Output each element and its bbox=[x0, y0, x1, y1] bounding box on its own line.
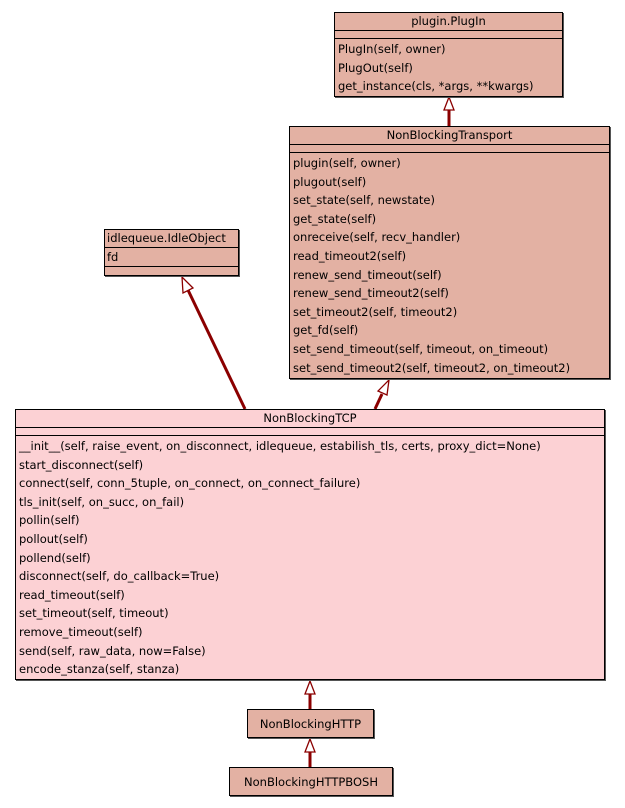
class-nonblocking-httpbosh[interactable]: NonBlockingHTTPBOSH bbox=[229, 767, 393, 796]
method: pollend(self) bbox=[19, 550, 91, 565]
methods-section bbox=[105, 267, 238, 274]
method: set_send_timeout2(self, timeout2, on_tim… bbox=[293, 360, 571, 375]
class-name: NonBlockingTransport bbox=[386, 128, 513, 142]
method: set_timeout2(self, timeout2) bbox=[293, 304, 458, 319]
method: disconnect(self, do_callback=True) bbox=[19, 569, 220, 584]
method: onreceive(self, recv_handler) bbox=[293, 230, 461, 245]
method: set_state(self, newstate) bbox=[293, 193, 435, 208]
method: get_fd(self) bbox=[293, 323, 359, 338]
method: __init__(self, raise_event, on_disconnec… bbox=[19, 439, 541, 453]
method: read_timeout2(self) bbox=[293, 248, 407, 263]
method: set_timeout(self, timeout) bbox=[19, 606, 169, 621]
class-nonblocking-http[interactable]: NonBlockingHTTP bbox=[247, 709, 374, 738]
attributes-section bbox=[335, 31, 562, 38]
arrowhead-tcp bbox=[304, 679, 316, 695]
methods-section: plugin(self, owner) plugout(self) set_st… bbox=[290, 153, 609, 378]
method: encode_stanza(self, stanza) bbox=[19, 662, 180, 677]
method: PlugOut(self) bbox=[338, 60, 413, 75]
method: pollin(self) bbox=[19, 513, 80, 528]
attributes-section bbox=[16, 428, 604, 435]
method: plugin(self, owner) bbox=[293, 156, 401, 170]
class-name: idlequeue.IdleObject bbox=[107, 231, 226, 245]
class-name: NonBlockingHTTPBOSH bbox=[244, 774, 378, 789]
attributes-section: fd bbox=[105, 248, 238, 266]
arrowhead-plugin bbox=[443, 95, 455, 111]
methods-section: PlugIn(self, owner) PlugOut(self) get_in… bbox=[335, 39, 562, 97]
method: get_state(self) bbox=[293, 211, 377, 226]
method: send(self, raw_data, now=False) bbox=[19, 643, 206, 658]
class-idlequeue-idleobject[interactable]: idlequeue.IdleObject fd bbox=[104, 229, 239, 276]
method: get_instance(cls, *args, **kwargs) bbox=[338, 79, 534, 94]
class-name: NonBlockingHTTP bbox=[259, 716, 362, 731]
class-plugin-plugin[interactable]: plugin.PlugIn PlugIn(self, owner) PlugOu… bbox=[334, 12, 563, 97]
method: pollout(self) bbox=[19, 531, 88, 546]
method: renew_send_timeout2(self) bbox=[293, 286, 449, 301]
method: PlugIn(self, owner) bbox=[338, 42, 446, 56]
method: renew_send_timeout(self) bbox=[293, 267, 442, 282]
class-name: NonBlockingTCP bbox=[263, 411, 357, 425]
arrowhead-http bbox=[304, 737, 316, 753]
class-nonblocking-transport[interactable]: NonBlockingTransport plugin(self, owner)… bbox=[289, 126, 610, 379]
class-nonblocking-tcp[interactable]: NonBlockingTCP __init__(self, raise_even… bbox=[15, 409, 605, 680]
methods-section: __init__(self, raise_event, on_disconnec… bbox=[16, 436, 604, 680]
arrowhead-transport bbox=[376, 378, 390, 396]
edge-tcp-to-idle bbox=[186, 289, 247, 410]
arrowhead-idle bbox=[181, 275, 195, 295]
class-name: plugin.PlugIn bbox=[411, 14, 486, 28]
method: start_disconnect(self) bbox=[19, 457, 144, 472]
method: connect(self, conn_5tuple, on_connect, o… bbox=[19, 476, 361, 491]
method: remove_timeout(self) bbox=[19, 624, 143, 639]
edge-tcp-to-transport bbox=[373, 393, 384, 410]
attribute: fd bbox=[107, 250, 119, 264]
method: plugout(self) bbox=[293, 174, 367, 189]
method: tls_init(self, on_succ, on_fail) bbox=[19, 494, 185, 509]
attributes-section bbox=[290, 145, 609, 152]
method: set_send_timeout(self, timeout, on_timeo… bbox=[293, 341, 549, 356]
method: read_timeout(self) bbox=[19, 587, 125, 602]
